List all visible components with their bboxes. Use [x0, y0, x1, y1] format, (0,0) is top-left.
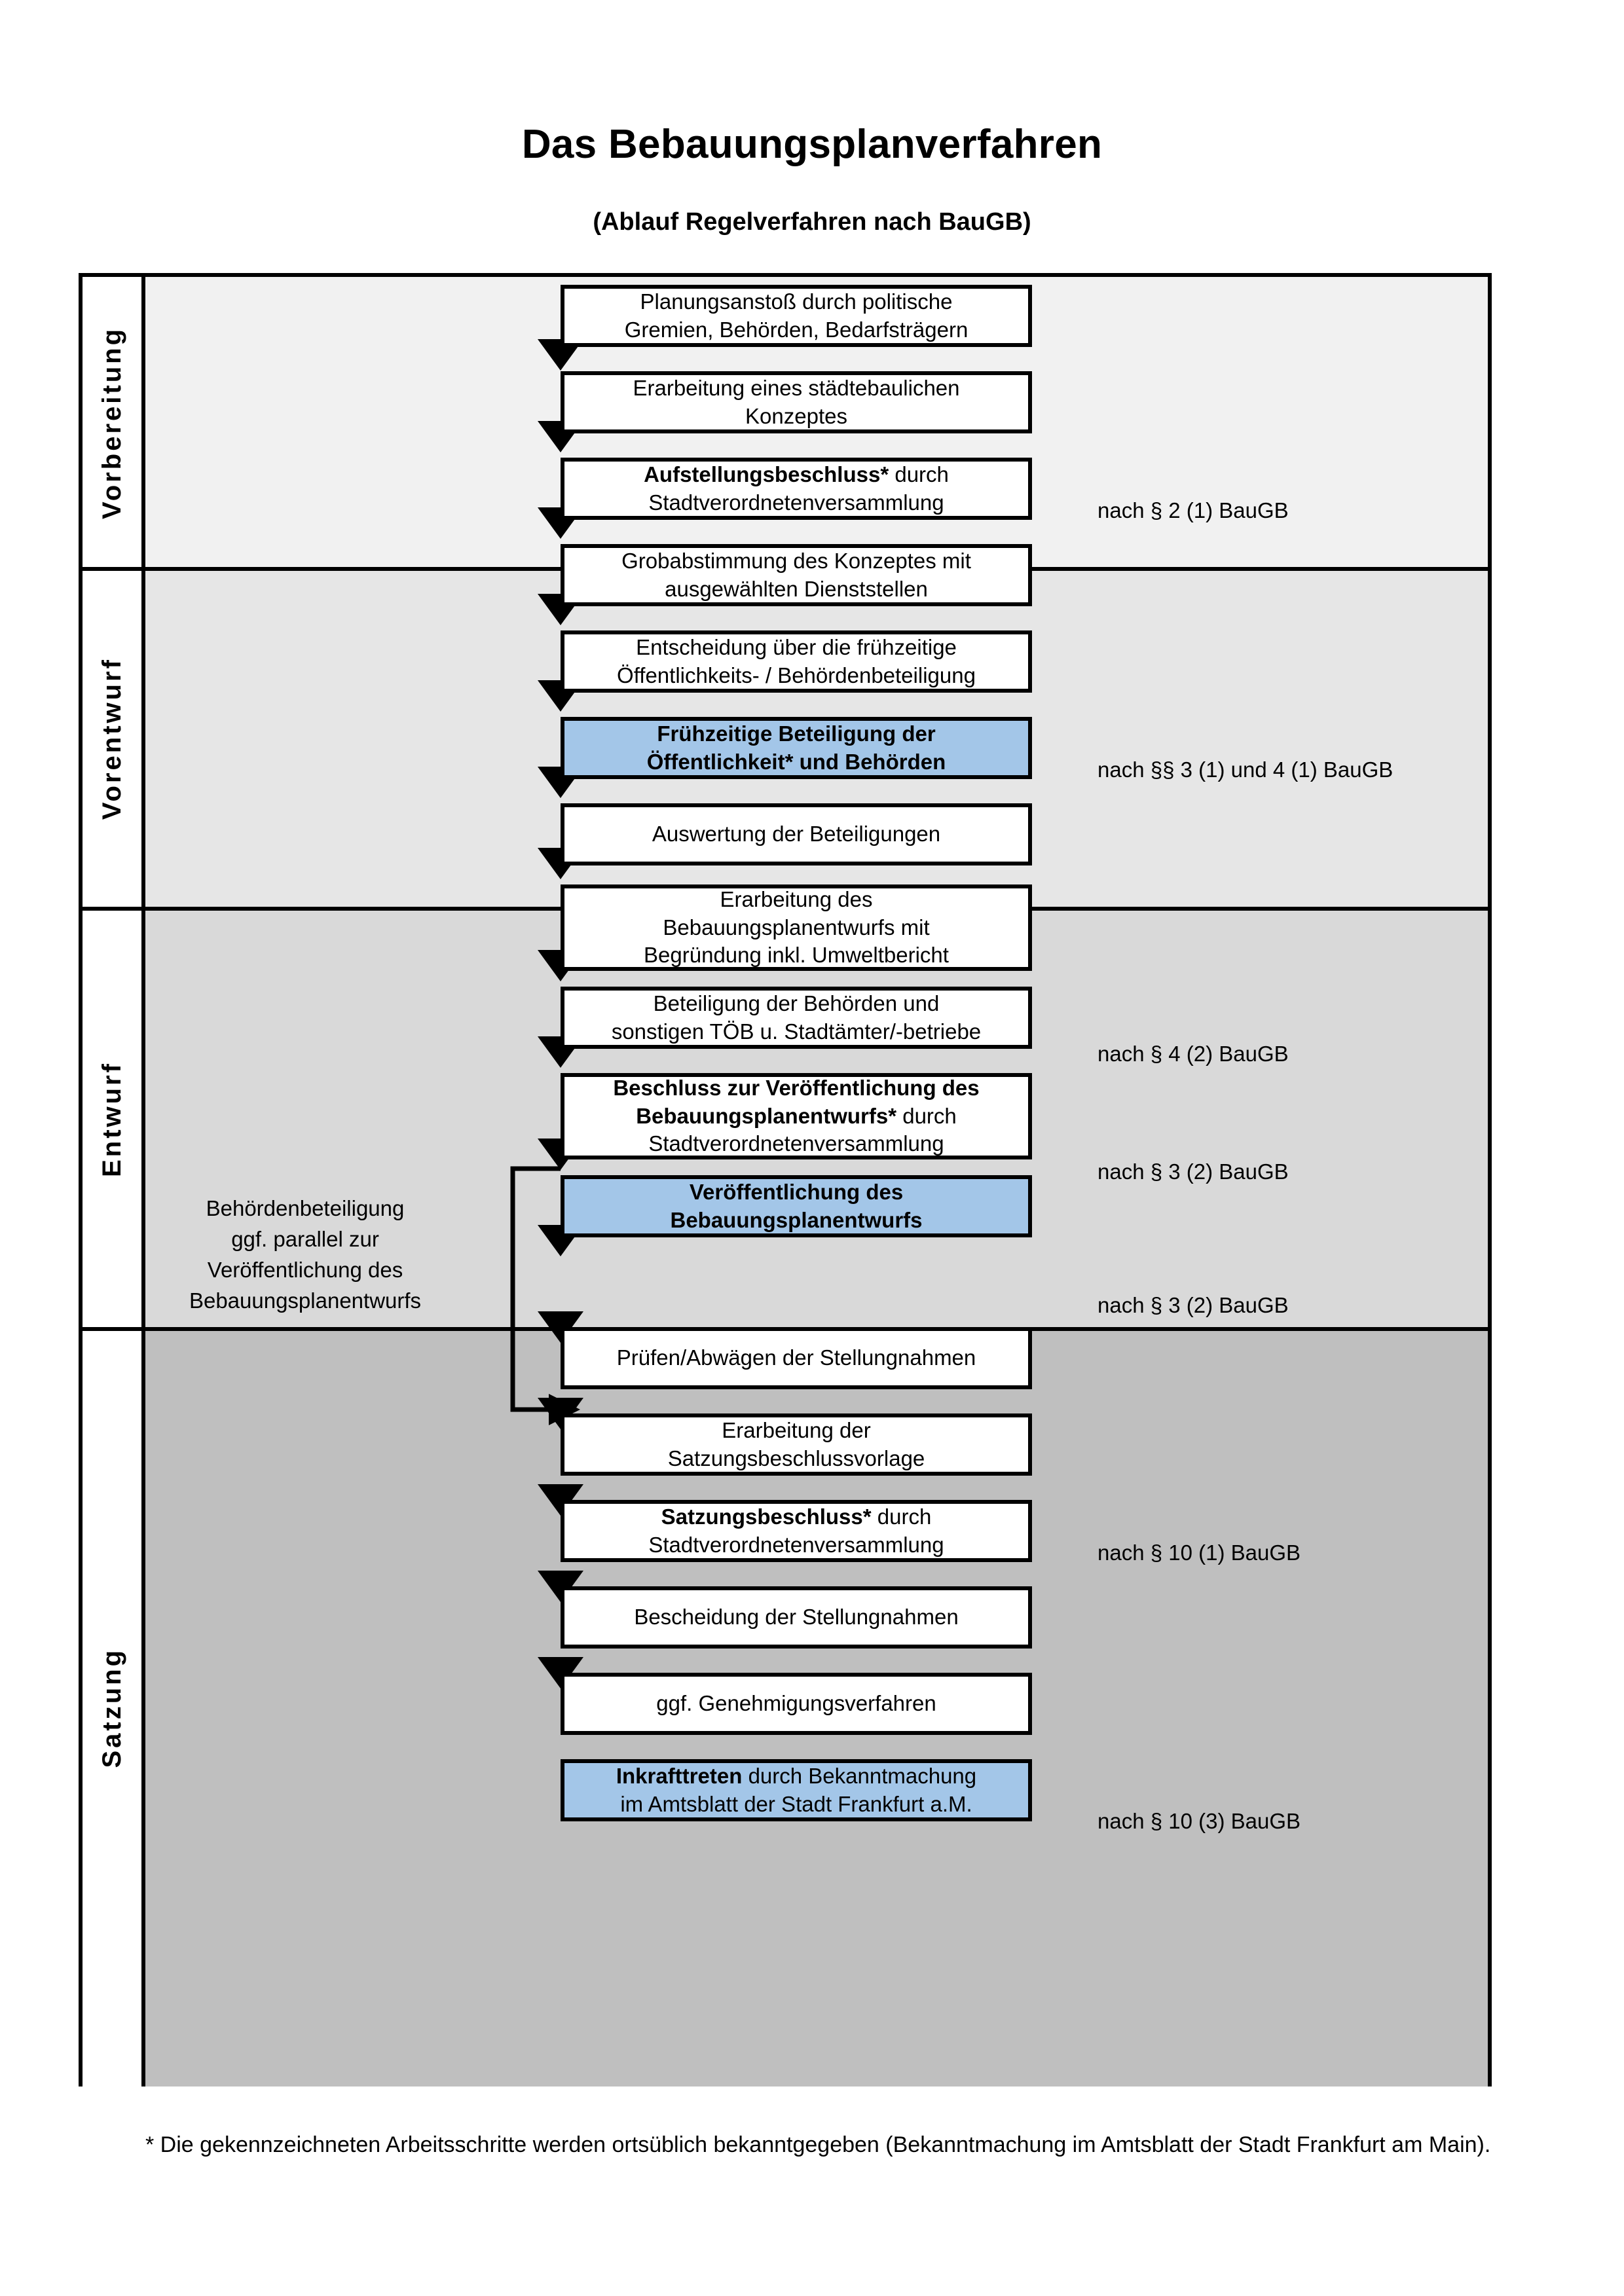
- step-box-entscheidung-fruehzeitige-beteiligung[interactable]: Entscheidung über die frühzeitige Öffent…: [561, 630, 1032, 693]
- page-title: Das Bebauungsplanverfahren: [521, 122, 1103, 167]
- step-emphasis: Inkrafttreten: [616, 1763, 743, 1788]
- step-line: Bebauungsplanentwurfs: [670, 1207, 923, 1232]
- step-line: Auswertung der Beteiligungen: [652, 822, 941, 847]
- law-ref-par3-2-a: nach § 3 (2) BauGB: [1098, 1159, 1289, 1184]
- step-line: ggf. Genehmigungsverfahren: [656, 1691, 936, 1716]
- step-emphasis: Satzungsbeschluss*: [661, 1504, 872, 1529]
- law-ref-par4-2: nach § 4 (2) BauGB: [1098, 1042, 1289, 1066]
- step-line: Bebauungsplanentwurfs* durch: [613, 1102, 979, 1131]
- step-line: sonstigen TÖB u. Stadtämter/-betriebe: [611, 1019, 982, 1044]
- swimlane-diagram: Vorbereitung Vorentwurf Entwurf Satzung: [79, 273, 1492, 2086]
- step-line-rest: durch: [871, 1504, 932, 1529]
- step-box-erarbeitung-bebauungsplanentwurf[interactable]: Erarbeitung des Bebauungsplanentwurfs mi…: [561, 884, 1032, 971]
- step-line: Bescheidung der Stellungnahmen: [634, 1605, 959, 1630]
- step-box-pruefen-abwaegen[interactable]: Prüfen/Abwägen der Stellungnahmen: [561, 1327, 1032, 1389]
- step-box-staedtebauliches-konzept[interactable]: Erarbeitung eines städtebaulichen Konzep…: [561, 371, 1032, 433]
- step-line: Öffentlichkeit* und Behörden: [646, 749, 946, 774]
- step-emphasis: Bebauungsplanentwurfs*: [636, 1103, 897, 1128]
- parallel-note-line-2: ggf. parallel zur: [231, 1226, 379, 1251]
- lane-label-cell-vorbereitung: Vorbereitung: [83, 277, 145, 569]
- step-line: Begründung inkl. Umweltbericht: [644, 943, 949, 968]
- lane-label-cell-vorentwurf: Vorentwurf: [83, 569, 145, 909]
- step-line: Öffentlichkeits- / Behördenbeteiligung: [617, 663, 976, 687]
- step-line-rest: durch Bekanntmachung: [742, 1763, 977, 1788]
- step-box-planungsanstoss[interactable]: Planungsanstoß durch politische Gremien,…: [561, 285, 1032, 347]
- step-line: Erarbeitung eines städtebaulichen: [633, 375, 960, 400]
- step-box-satzungsbeschlussvorlage[interactable]: Erarbeitung der Satzungsbeschlussvorlage: [561, 1413, 1032, 1476]
- step-line: Inkrafttreten durch Bekanntmachung: [616, 1762, 976, 1791]
- step-line: Satzungsbeschluss* durch: [648, 1503, 944, 1531]
- lane-label-cell-entwurf: Entwurf: [83, 909, 145, 1329]
- step-line: Frühzeitige Beteiligung der: [657, 721, 936, 746]
- step-line: Veröffentlichung des: [689, 1179, 904, 1204]
- step-line: Grobabstimmung des Konzeptes mit: [621, 548, 971, 573]
- law-ref-par10-3: nach § 10 (3) BauGB: [1098, 1809, 1301, 1833]
- step-line: Satzungsbeschlussvorlage: [667, 1446, 925, 1470]
- parallel-note-line-1: Behördenbeteiligung: [206, 1196, 405, 1220]
- step-box-genehmigungsverfahren[interactable]: ggf. Genehmigungsverfahren: [561, 1673, 1032, 1735]
- law-ref-par2-1: nach § 2 (1) BauGB: [1098, 498, 1289, 522]
- step-box-aufstellungsbeschluss[interactable]: Aufstellungsbeschluss* durch Stadtverord…: [561, 458, 1032, 520]
- step-line: ausgewählten Dienststellen: [665, 576, 928, 601]
- step-line: Prüfen/Abwägen der Stellungnahmen: [616, 1345, 976, 1370]
- step-line: Erarbeitung des: [720, 886, 873, 911]
- law-ref-par3-4: nach §§ 3 (1) und 4 (1) BauGB: [1098, 757, 1393, 782]
- step-box-grobabstimmung[interactable]: Grobabstimmung des Konzeptes mit ausgewä…: [561, 544, 1032, 606]
- step-line: Gremien, Behörden, Bedarfsträgern: [624, 317, 969, 342]
- step-box-fruehzeitige-beteiligung[interactable]: Frühzeitige Beteiligung der Öffentlichke…: [561, 717, 1032, 779]
- step-box-auswertung-beteiligungen[interactable]: Auswertung der Beteiligungen: [561, 803, 1032, 866]
- page-subtitle: (Ablauf Regelverfahren nach BauGB): [593, 208, 1031, 236]
- step-line-rest: durch: [896, 1103, 957, 1128]
- footnote-text: * Die gekennzeichneten Arbeitsschritte w…: [145, 2132, 1491, 2157]
- step-line: Beteiligung der Behörden und: [653, 991, 940, 1015]
- step-box-satzungsbeschluss[interactable]: Satzungsbeschluss* durch Stadtverordnete…: [561, 1500, 1032, 1562]
- law-ref-par10-1: nach § 10 (1) BauGB: [1098, 1540, 1301, 1565]
- step-box-inkrafttreten[interactable]: Inkrafttreten durch Bekanntmachung im Am…: [561, 1759, 1032, 1821]
- step-line: Erarbeitung der: [722, 1417, 871, 1442]
- step-line-rest: durch: [889, 462, 949, 486]
- step-line: Aufstellungsbeschluss* durch: [644, 461, 949, 489]
- step-line: im Amtsblatt der Stadt Frankfurt a.M.: [620, 1791, 972, 1816]
- step-line: Stadtverordnetenversammlung: [648, 490, 944, 515]
- step-box-veroeffentlichung-bebauungsplanentwurf[interactable]: Veröffentlichung des Bebauungsplanentwur…: [561, 1175, 1032, 1237]
- step-line: Beschluss zur Veröffentlichung des: [613, 1075, 980, 1100]
- step-line: Konzeptes: [745, 403, 847, 428]
- step-box-beschluss-veroeffentlichung[interactable]: Beschluss zur Veröffentlichung des Bebau…: [561, 1073, 1032, 1159]
- parallel-bracket-connector: [510, 1166, 580, 1425]
- parallel-note-line-4: Bebauungsplanentwurfs: [189, 1288, 422, 1313]
- step-emphasis: Aufstellungsbeschluss*: [644, 462, 889, 486]
- step-box-beteiligung-behoerden-toeb[interactable]: Beteiligung der Behörden und sonstigen T…: [561, 987, 1032, 1049]
- step-box-bescheidung-stellungnahmen[interactable]: Bescheidung der Stellungnahmen: [561, 1586, 1032, 1649]
- lane-label-cell-satzung: Satzung: [83, 1329, 145, 2086]
- parallel-note-text: Behördenbeteiligung ggf. parallel zur Ve…: [168, 1194, 443, 1316]
- step-line: Entscheidung über die frühzeitige: [636, 634, 957, 659]
- law-ref-par3-2-b: nach § 3 (2) BauGB: [1098, 1293, 1289, 1317]
- step-line: Stadtverordnetenversammlung: [648, 1532, 944, 1557]
- step-line: Planungsanstoß durch politische: [640, 289, 953, 314]
- step-line: Bebauungsplanentwurfs mit: [663, 915, 930, 939]
- step-line: Stadtverordnetenversammlung: [648, 1131, 944, 1156]
- parallel-note-line-3: Veröffentlichung des: [207, 1257, 403, 1282]
